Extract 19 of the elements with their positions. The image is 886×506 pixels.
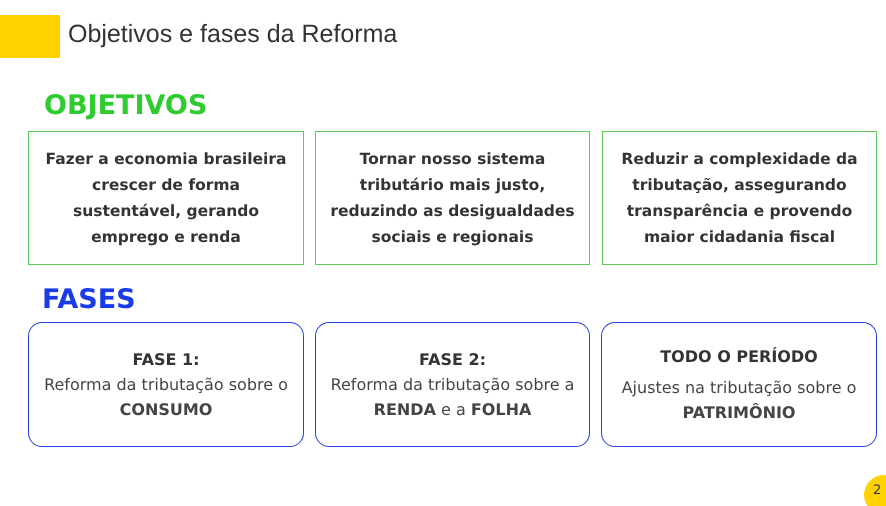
phase-card <box>28 322 304 447</box>
card-text: Fazer a economia brasileira crescer de forma sustentável, gerando emprego e renda <box>44 149 288 248</box>
card-text: Reforma da tributação sobre o CONSUMO <box>43 374 289 421</box>
card-text: Reduzir a complexidade da tributação, assegurando transparência e provendo maior cidadania fiscal <box>620 149 859 248</box>
card-text: Tornar nosso sistema tributário mais justo, reduzindo as desigualdades sociais e regionais <box>329 149 576 248</box>
phase-card <box>315 322 590 447</box>
card-heading: FASE 1: <box>132 349 200 371</box>
page-number-badge: 2 <box>864 475 886 506</box>
objective-card <box>602 131 877 265</box>
phase-card <box>601 322 877 447</box>
slide-title: Objetivos e fases da Reforma <box>68 20 398 49</box>
card-heading: TODO O PERÍODO <box>660 346 818 368</box>
objective-card <box>28 131 304 265</box>
card-heading: FASE 2: <box>418 349 486 371</box>
card-text: Ajustes na tributação sobre o PATRIMÔNIO <box>620 377 858 424</box>
objective-card <box>315 131 590 265</box>
section-heading: OBJETIVOS <box>44 90 208 121</box>
card-text: Reforma da tributação sobre a RENDA e a FOLHA <box>330 374 576 421</box>
section-heading: FASES <box>42 284 136 315</box>
